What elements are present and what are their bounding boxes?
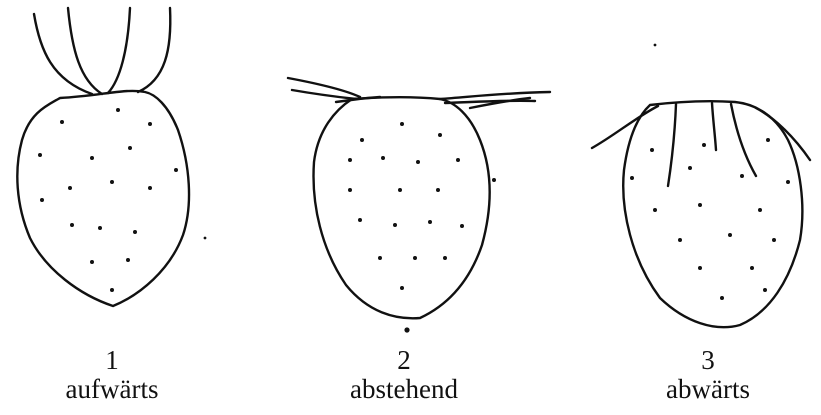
figure-number: 3 [608, 346, 808, 375]
strawberry-1-sepal [138, 8, 170, 92]
strawberry-1-seeds [38, 108, 178, 292]
strawberry-3-body [623, 101, 802, 327]
strawberry-3-sepal [731, 104, 756, 176]
strawberry-1-sepal [68, 8, 102, 94]
strawberry-2-sepal [470, 98, 530, 108]
strawberry-2-sepal [445, 101, 535, 103]
figure-caption-3: 3 abwärts [608, 346, 808, 404]
figure-caption-1: 1 aufwärts [12, 346, 212, 404]
strawberry-3 [592, 101, 810, 327]
strawberry-3-sepal [756, 108, 810, 160]
strawberry-3-sepal [592, 106, 658, 148]
figure-label: abstehend [304, 375, 504, 404]
strawberry-1-sepal [108, 8, 130, 93]
strawberry-2-seeds [348, 122, 496, 333]
figure-label: aufwärts [12, 375, 212, 404]
figure-label: abwärts [608, 375, 808, 404]
figure-number: 1 [12, 346, 212, 375]
strawberry-2 [288, 78, 550, 333]
strawberry-2-sepal [440, 92, 550, 99]
scan-speck [204, 237, 207, 240]
strawberry-1-sepal [34, 14, 92, 94]
figure-caption-2: 2 abstehend [304, 346, 504, 404]
strawberry-2-body [314, 97, 490, 318]
figure-number: 2 [304, 346, 504, 375]
strawberry-3-seeds [630, 138, 790, 300]
scan-speck [654, 44, 657, 47]
strawberry-3-sepal [712, 103, 716, 150]
strawberry-1 [17, 8, 189, 306]
strawberry-3-sepal [668, 104, 676, 186]
